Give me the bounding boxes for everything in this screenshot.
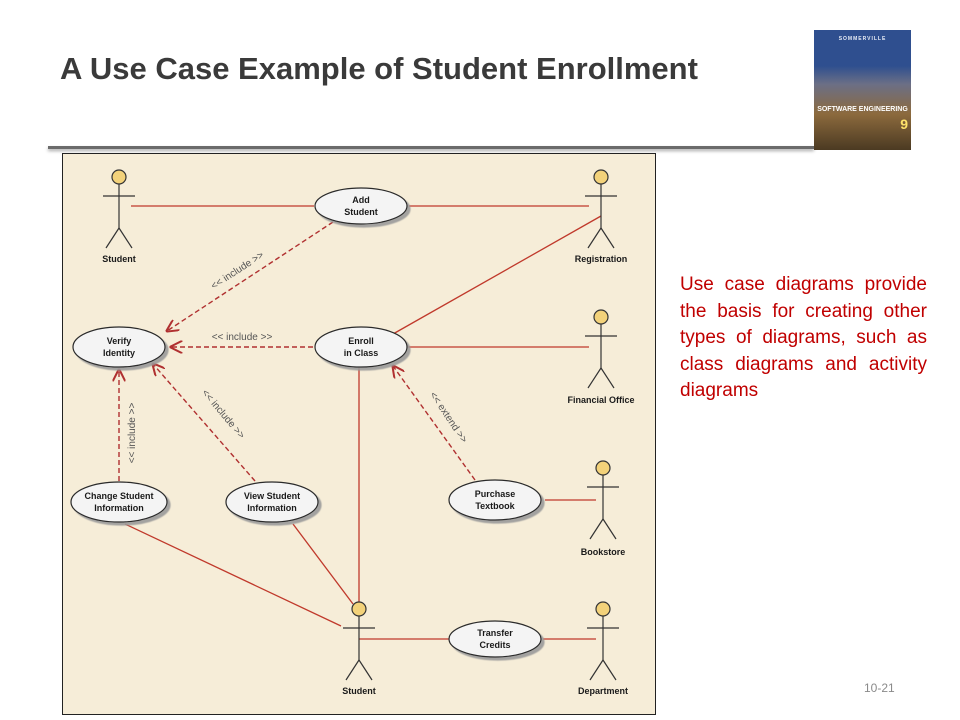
extend-purchase-enroll [393,366,476,481]
usecase-add-student-line2: Student [344,207,378,217]
usecase-change-student-info: Change Student Information [70,481,168,523]
assoc-view-student [292,523,354,605]
usecase-change-line2: Information [94,503,144,513]
actor-bookstore-label: Bookstore [581,547,626,557]
assoc-change-student [124,523,342,627]
book-cover-title: SOFTWARE ENGINEERING [817,106,908,113]
usecase-purchase-line2: Textbook [475,501,515,511]
use-case-diagram: << include >> << include >> << include >… [62,153,656,715]
book-cover-image: SOMMERVILLE SOFTWARE ENGINEERING 9 [814,30,911,150]
usecase-transfer-credits: Transfer Credits [448,620,542,658]
actor-registration-label: Registration [575,254,628,264]
include-label-change-verify: << include >> [127,403,138,464]
actor-student-bottom-label: Student [342,686,376,696]
slide-title: A Use Case Example of Student Enrollment [60,51,698,86]
actor-student-bottom [343,601,375,681]
usecase-enroll-line2: in Class [344,348,379,358]
actor-student-top-label: Student [102,254,136,264]
actor-registration [585,169,617,249]
actor-department-label: Department [578,686,628,696]
actor-financial-office [585,309,617,389]
usecase-purchase-textbook: Purchase Textbook [448,479,542,521]
usecase-view-line2: Information [247,503,297,513]
usecase-verify-identity-line2: Identity [103,348,135,358]
include-label-enroll-verify: << include >> [212,332,273,343]
extend-label-purchase-enroll: << extend >> [427,390,469,445]
usecase-view-line1: View Student [244,491,300,501]
usecase-transfer-line1: Transfer [477,628,513,638]
usecase-verify-identity: Verify Identity [72,326,166,368]
slide-number: 10-21 [864,681,895,695]
usecase-add-student: Add Student [314,187,408,225]
include-label-view-verify: << include >> [199,388,246,442]
actor-student-top [103,169,135,249]
actor-financial-office-label: Financial Office [567,395,634,405]
usecase-change-line1: Change Student [85,491,154,501]
title-underline [48,146,814,149]
usecase-purchase-line1: Purchase [475,489,516,499]
assoc-enroll-registration [392,215,602,335]
usecase-verify-identity-line1: Verify [107,336,132,346]
book-cover-edition: 9 [900,116,908,132]
description-text: Use case diagrams provide the basis for … [680,274,927,401]
include-add-verify [167,221,334,331]
usecase-view-student-info: View Student Information [225,481,319,523]
include-view-verify [153,364,256,482]
book-cover-author: SOMMERVILLE [838,36,887,42]
usecase-enroll-in-class: Enroll in Class [314,326,408,368]
usecase-transfer-line2: Credits [479,640,510,650]
actor-department [587,601,619,681]
usecase-add-student-line1: Add [352,195,370,205]
usecase-enroll-line1: Enroll [348,336,374,346]
actor-bookstore [587,460,619,540]
